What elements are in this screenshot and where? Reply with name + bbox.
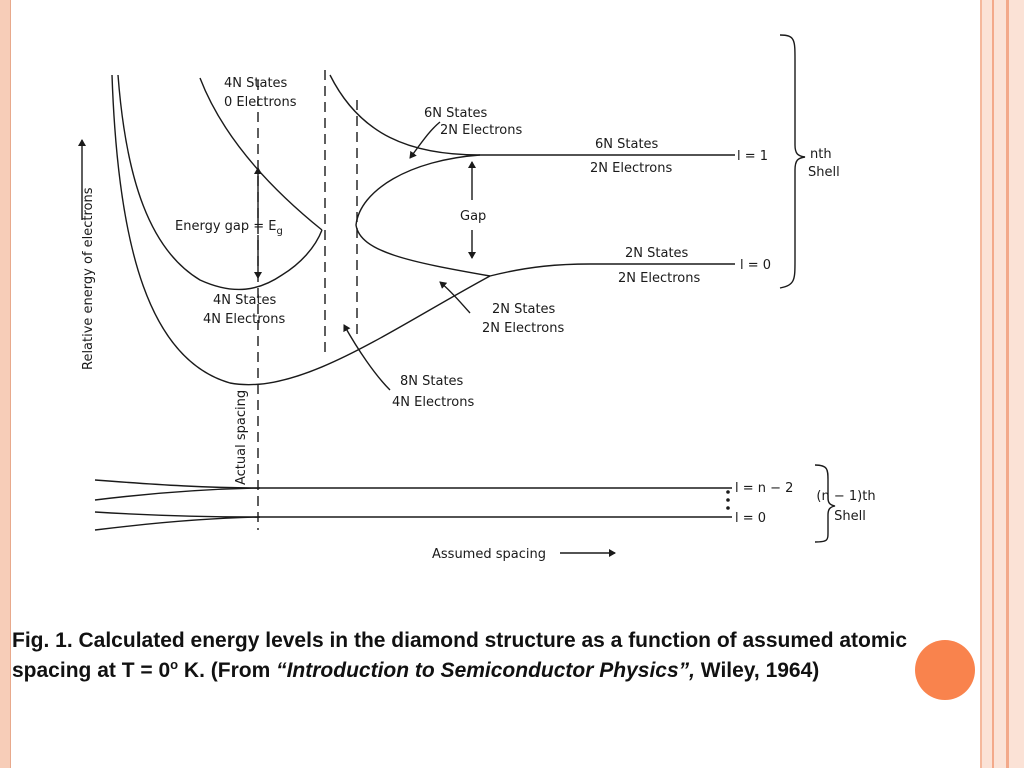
l-equals-0-label: l = 0 [740,258,771,273]
l-equals-1-label: l = 1 [737,149,768,164]
pointer-8n-band [343,324,391,391]
top-left-states: 4N States [224,76,288,91]
lower-band-bottom-upper [94,511,732,518]
figure-caption: Fig. 1. Calculated energy levels in the … [12,626,942,686]
top-left-electrons: 0 Electrons [224,95,297,110]
mid-left-states: 4N States [213,293,277,308]
x-axis-label: Assumed spacing [432,547,546,562]
gap-label: Gap [460,209,486,224]
n-minus-1-shell-label-2: Shell [834,509,866,524]
l0-band-states: 2N States [625,246,689,261]
n-minus-1-shell-brace [814,464,836,543]
curve-4n-upper-band [117,74,323,291]
pointer-lower-branch [439,281,471,314]
nth-shell-label-1: nth [810,147,832,162]
lower-band-bottom-lower [94,516,261,531]
energy-gap-label: Energy gap = Eg [175,219,283,237]
curve-8n-band [111,74,591,386]
caption-prefix: Fig. 1. Calculated energy levels in the … [12,629,908,682]
nth-shell-brace [779,34,806,289]
l1-band-states: 6N States [595,137,659,152]
energy-band-diagram: Relative energy of electrons Assumed spa… [78,34,876,562]
caption-suffix: Wiley, 1964) [694,659,820,682]
l0-band-electrons: 2N Electrons [618,271,700,286]
curve-gap-boundary [355,154,491,277]
lower-branch-electrons: 2N Electrons [482,321,564,336]
pointer-upper-branch [409,121,441,159]
l1-band-electrons: 2N Electrons [590,161,672,176]
nth-shell-label-2: Shell [808,165,840,180]
actual-spacing-label: Actual spacing [234,390,249,485]
y-axis-label: Relative energy of electrons [81,187,96,370]
lower-l-bottom-label: l = 0 [735,511,766,526]
slide-left-border [0,0,11,768]
lower-l-top-label: l = n − 2 [735,481,793,496]
upper-branch-states: 6N States [424,106,488,121]
n-minus-1-shell-label-1: (n − 1)th [816,489,875,504]
lower-band-top-lower [94,487,261,501]
caption-degree: o [170,657,179,672]
caption-book-title: “Introduction to Semiconductor Physics”, [276,659,695,682]
slide-right-border [978,0,1024,768]
bottom-band-states: 8N States [400,374,464,389]
upper-branch-electrons: 2N Electrons [440,123,522,138]
lower-level-dots [726,490,730,510]
curve-6n-branch [329,74,590,156]
mid-left-electrons: 4N Electrons [203,312,285,327]
accent-circle [915,640,975,700]
curve-4n-upper-band-top [199,77,323,231]
bottom-band-electrons: 4N Electrons [392,395,474,410]
lower-branch-states: 2N States [492,302,556,317]
caption-middle: K. (From [178,659,277,682]
lower-band-top-upper [94,479,732,489]
